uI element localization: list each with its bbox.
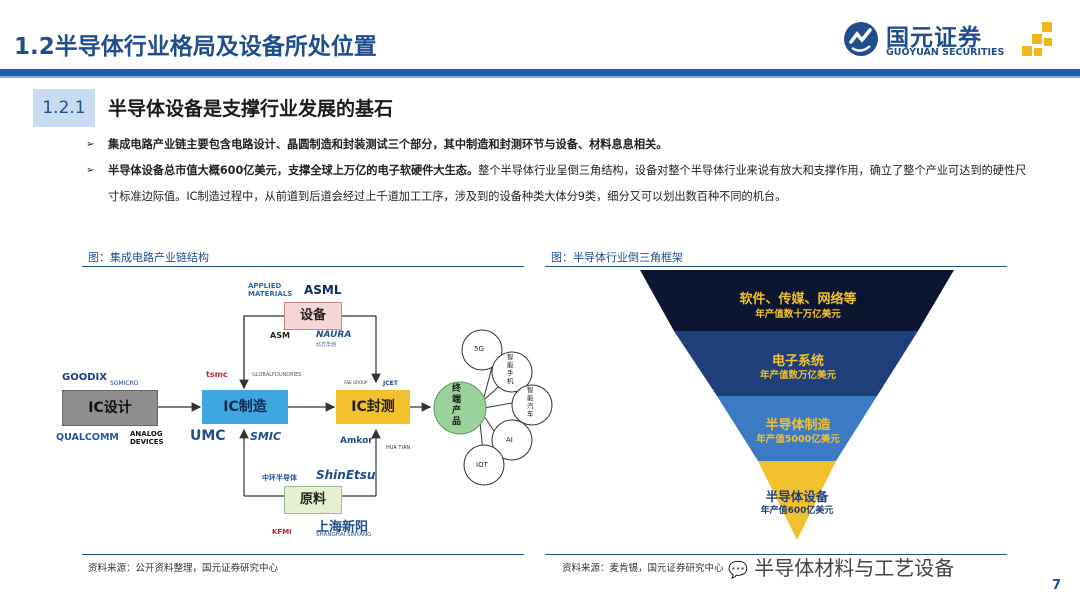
page-title: 1.2半导体行业格局及设备所处位置 [14,34,377,60]
terminal-item-phone: 智能手机 [507,353,514,385]
huatian-logo: HUA TIAN [386,445,411,451]
equipment-box: 设备 [284,302,342,330]
umc-logo: UMC [190,428,226,444]
bullet-item: ➢ 集成电路产业链主要包含电路设计、晶圆制造和封装测试三个部分，其中制造和封测环… [86,132,1026,158]
triangle-level-3 [717,396,877,461]
globalfoundries-logo: GLOBALFOUNDRIES [252,372,302,378]
arrow-bullet-icon: ➢ [86,139,95,150]
page-number: 7 [1052,578,1062,593]
terminal-item-iot: IOT [476,461,488,469]
logo-text-cn: 国元证券 [886,25,982,51]
guoyuan-logo-icon [844,22,878,56]
figure-divider-right [545,266,1007,267]
shinetsu-logo: ShinEtsu [316,468,376,482]
level-3-value: 年产值5000亿美元 [756,434,840,445]
naura-cn-logo: 北方华创 [316,342,337,348]
goodix-logo: GOODIX [62,372,107,383]
arrow-bullet-icon: ➢ [86,165,95,176]
figure-label-right: 图：半导体行业倒三角框架 [551,251,683,264]
bullet-item: ➢ 半导体设备总市值大概600亿美元，支撑全球上万亿的电子软硬件大生态。整个半导… [86,158,1026,236]
terminal-item-ai: AI [506,436,513,444]
ase-group-logo: ASE GROUP [344,380,368,385]
qualcomm-logo: QUALCOMM [56,432,119,443]
header-bar-accent [0,76,1080,78]
terminal-item-car: 智能汽车 [527,386,534,418]
level-2-name: 电子系统 [771,354,824,369]
level-1-value: 年产值数十万亿美元 [755,309,841,320]
applied-materials-logo: APPLIED MATERIALS [248,282,293,298]
tsmc-logo: tsmc [206,370,228,379]
level-1-name: 软件、传媒、网络等 [739,292,857,307]
section-number: 1.2.1 [33,89,95,127]
analog-devices-logo: ANALOG DEVICES [130,430,164,446]
level-4-name: 半导体设备 [765,489,829,504]
source-divider-left [82,554,524,555]
smic-logo: SMIC [250,430,282,443]
bullet-bold-text: 半导体设备总市值大概600亿美元，支撑全球上万亿的电子软硬件大生态。 [108,164,479,177]
watermark-text: 半导体材料与工艺设备 [754,556,955,580]
source-right: 资料来源：麦肯锡，国元证券研究中心 [562,563,724,574]
triangle-level-2 [674,331,918,396]
ic-design-box: IC设计 [62,390,158,426]
figure-divider-left [82,266,524,267]
bullet-text: 整个半导体行业呈倒三角结构，设备对整个半导体行业来说有放大和支撑作用，确立了整个… [108,164,1027,203]
terminal-product-label: 终端产品 [452,384,462,427]
watermark: 💬 半导体材料与工艺设备 [728,552,954,581]
level-4-value: 年产值600亿美元 [760,506,834,516]
header-bar [0,69,1080,76]
level-2-value: 年产值数万亿美元 [759,370,836,381]
kfmi-logo: KFMI [272,528,292,536]
asm-logo: ASM [270,331,290,340]
naura-logo: NAURA [316,330,352,340]
amkor-logo: Amkor [340,436,373,446]
triangle-level-1 [640,270,954,331]
sinyang-logo: 上海新阳 [316,520,369,535]
figure-label-left: 图：集成电路产业链结构 [88,251,209,264]
logo-text-en: GUOYUAN SECURITIES [886,47,1005,58]
triangle-level-4 [758,461,836,540]
material-box: 原料 [284,486,342,514]
nsig-logo: 中环半导体 [262,474,297,482]
level-3-name: 半导体制造 [765,418,831,433]
ic-manufacture-box: IC制造 [202,390,288,424]
ic-package-box: IC封测 [336,390,410,424]
wechat-icon: 💬 [728,560,748,579]
sinyang-en-logo: SHANGHAI SINYANG [316,532,372,538]
terminal-item-5g: 5G [474,345,484,353]
sgmicro-logo: SGMICRO [110,380,139,387]
company-logo: 国元证券 GUOYUAN SECURITIES [838,18,1060,64]
bullet-text: 集成电路产业链主要包含电路设计、晶圆制造和封装测试三个部分，其中制造和封测环节与… [108,138,668,151]
logo-squares-icon [1022,22,1052,56]
section-title: 半导体设备是支撑行业发展的基石 [108,98,394,120]
asml-logo: ASML [304,283,342,297]
source-divider-right [545,554,1007,555]
source-left: 资料来源：公开资料整理，国元证券研究中心 [88,563,279,574]
jcet-logo: JCET [383,380,398,387]
